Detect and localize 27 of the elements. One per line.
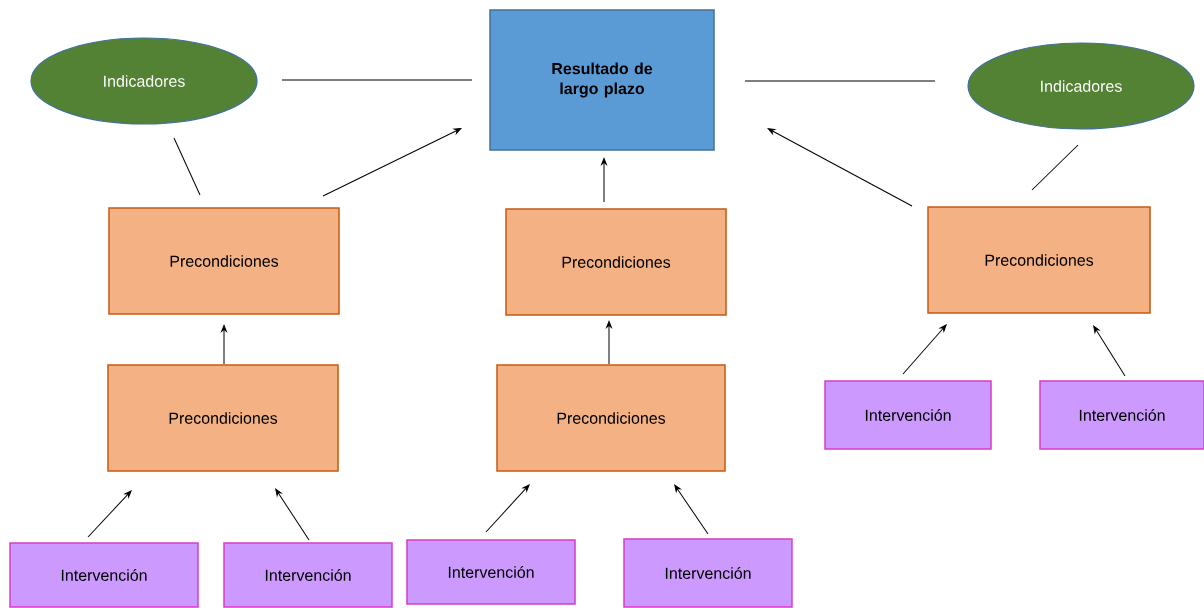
arrow xyxy=(221,324,227,365)
connector-line xyxy=(744,80,936,82)
arrow xyxy=(767,128,913,207)
precondition-box: Precondiciones xyxy=(927,206,1151,314)
connector-line xyxy=(173,137,201,196)
arrow xyxy=(485,484,530,533)
precondition-box: Precondiciones xyxy=(505,208,727,316)
intervention-box: Intervención xyxy=(223,542,393,608)
arrow xyxy=(674,484,709,535)
connector-line xyxy=(281,79,473,81)
intervention-box: Intervención xyxy=(824,380,992,450)
intervention-box: Intervención xyxy=(623,538,793,608)
precondition-box: Precondiciones xyxy=(108,207,340,315)
precondition-box: Precondiciones xyxy=(107,364,339,472)
connector-line xyxy=(1031,144,1079,191)
arrow xyxy=(275,488,310,541)
arrow xyxy=(1093,325,1126,377)
arrow xyxy=(87,490,132,538)
intervention-box: Intervención xyxy=(9,542,199,608)
precondition-box: Precondiciones xyxy=(496,364,726,472)
arrow xyxy=(601,157,607,203)
intervention-box: Intervención xyxy=(1039,380,1204,450)
arrow xyxy=(606,320,612,365)
intervention-box: Intervención xyxy=(406,539,576,605)
arrow xyxy=(322,128,462,197)
result-box: Resultado de largo plazo xyxy=(489,9,715,151)
arrow xyxy=(902,324,947,375)
